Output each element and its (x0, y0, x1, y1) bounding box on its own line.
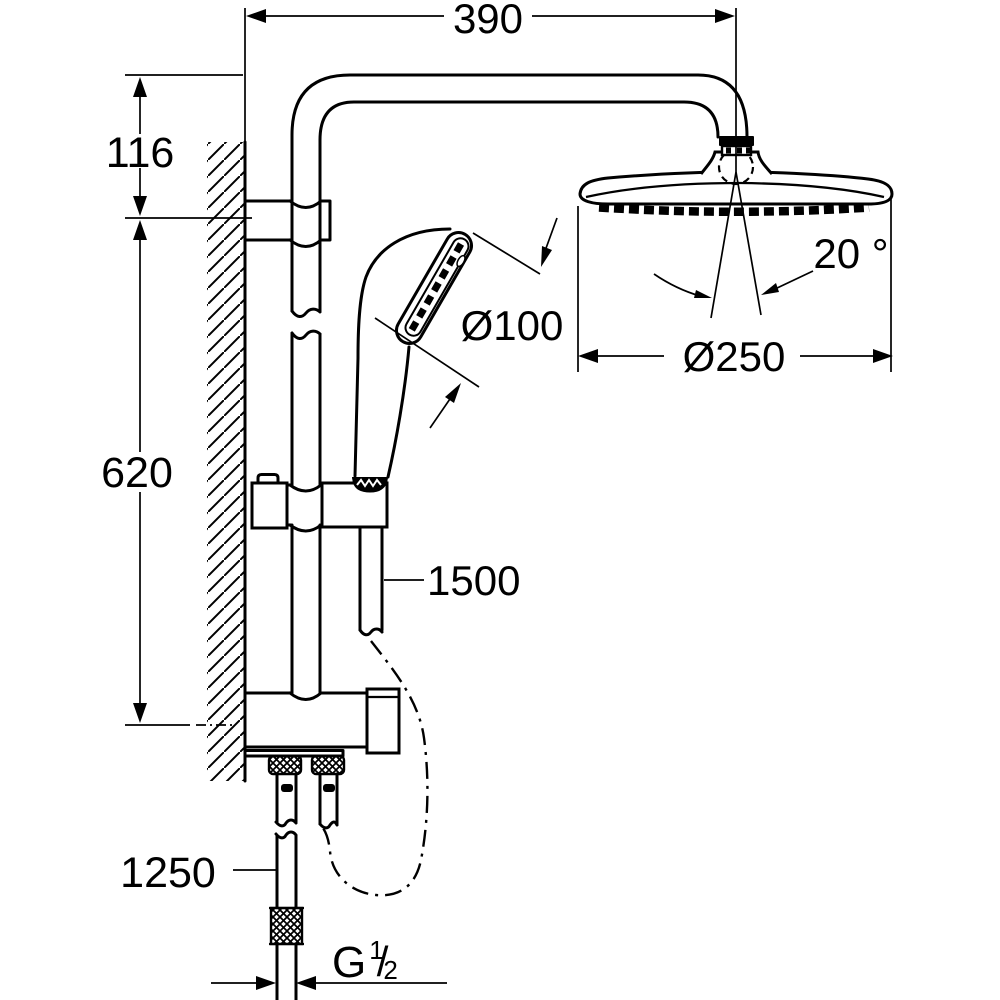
hand-shower-right-contour (386, 345, 411, 479)
arrowhead-lower (445, 383, 461, 403)
thread-denominator: 2 (383, 955, 397, 985)
hose-straight-section (358, 525, 384, 632)
supply-pipe-upper (275, 772, 298, 824)
rail-break-lower (290, 329, 322, 340)
bracket-saddle-top (288, 199, 323, 209)
shower-hose (321, 525, 429, 897)
slider-saddle-top (288, 483, 323, 493)
leader-line (774, 270, 814, 290)
thread-numerator: 1 (369, 935, 383, 965)
supply-knurled-nut (269, 906, 304, 946)
hose-connector-pipe (318, 772, 339, 826)
head-disc-rim-line (585, 181, 885, 199)
arrow-tail-left (653, 273, 701, 297)
dimension-620: 620 (101, 220, 234, 726)
hand-shower-nozzle-hole (456, 254, 466, 268)
dimension-dia100: Ø100 (374, 217, 564, 429)
arrowhead-left (694, 290, 712, 298)
arrowhead-right (715, 9, 735, 23)
arrowhead-upper (541, 246, 552, 267)
dimension-label-20deg: 20 ° (813, 230, 888, 277)
pipe-break-upper (274, 818, 298, 828)
arm-inner-contour (318, 100, 720, 313)
slider-holder (250, 473, 389, 533)
head-disc (578, 170, 894, 206)
slider-knob-tab (256, 473, 280, 485)
angle-line-right (735, 171, 762, 316)
wall-hatching (207, 142, 245, 781)
arrow-tail-lower (429, 395, 453, 429)
shower-rail-and-arm (290, 73, 749, 695)
diverter-saddle (288, 691, 323, 701)
tangent-line-lower (374, 317, 480, 388)
thread-slash: / (377, 938, 389, 985)
dimension-1250: 1250 (120, 849, 276, 897)
ball-joint-hidden-circle (717, 148, 755, 186)
supply-pipe-lower (275, 834, 298, 909)
hose-pipe-end (318, 820, 339, 830)
hose-nut-knurl-front (356, 478, 382, 488)
arrowhead-right (296, 976, 316, 990)
bracket-outline (243, 199, 332, 242)
tangent-line-upper (472, 232, 541, 275)
dimension-1500: 1500 (384, 557, 520, 604)
hand-shower-left-contour (353, 227, 452, 478)
dimension-label-1250: 1250 (120, 849, 216, 897)
arrowhead-down (133, 703, 147, 723)
pipe-mark-right (323, 784, 335, 792)
hand-shower-face-rim (404, 237, 470, 337)
wall-bracket-top (243, 199, 332, 248)
angle-line-left (710, 171, 737, 319)
arrowhead-left (578, 349, 598, 363)
pipe-mark-left (281, 784, 293, 792)
dimension-dia250: Ø250 (577, 196, 893, 380)
slider-saddle-bottom (288, 523, 323, 533)
arrowhead-up (133, 220, 147, 240)
slider-knob (250, 481, 289, 530)
hand-shower-nozzle-dashes (406, 242, 465, 335)
hand-shower (352, 227, 473, 493)
arrowhead-left (246, 9, 266, 23)
hose-break-symbol (358, 627, 384, 637)
arrowhead-right (873, 349, 893, 363)
connection-nut-left (267, 754, 303, 776)
diverter-knob (365, 687, 401, 755)
arm-outer-contour (290, 73, 749, 313)
supply-pipe-bottom (275, 942, 298, 1000)
diverter-body (243, 687, 401, 1000)
head-nozzle-band (598, 203, 870, 216)
wall-section (207, 140, 247, 783)
dimension-label-620: 620 (101, 449, 173, 497)
pipe-break-lower (274, 830, 298, 840)
dimension-390: 390 (244, 0, 737, 172)
arrowhead-left (256, 976, 276, 990)
connection-nut-right (310, 754, 346, 776)
nut-tick (746, 147, 750, 154)
dimension-label-dia250: Ø250 (683, 333, 786, 380)
arrowhead-up (133, 77, 147, 97)
nut-tick (726, 147, 731, 154)
dimension-label-dia100: Ø100 (461, 302, 564, 349)
bracket-saddle-bottom (288, 238, 323, 248)
thread-base: G (332, 938, 366, 987)
nut-tick (737, 147, 742, 154)
dimension-116: 116 (106, 74, 252, 219)
dimension-angle-20: 20 ° (653, 171, 889, 319)
arrowhead-down (133, 196, 147, 216)
hose-loop-phantom (321, 640, 429, 897)
dimension-label-116: 116 (106, 129, 175, 177)
dimension-label-1500: 1500 (427, 557, 520, 604)
arrow-tail-upper (544, 217, 558, 252)
dimension-label-390: 390 (453, 0, 523, 42)
rail-break-upper (290, 307, 322, 318)
arrowhead-right (761, 283, 779, 295)
